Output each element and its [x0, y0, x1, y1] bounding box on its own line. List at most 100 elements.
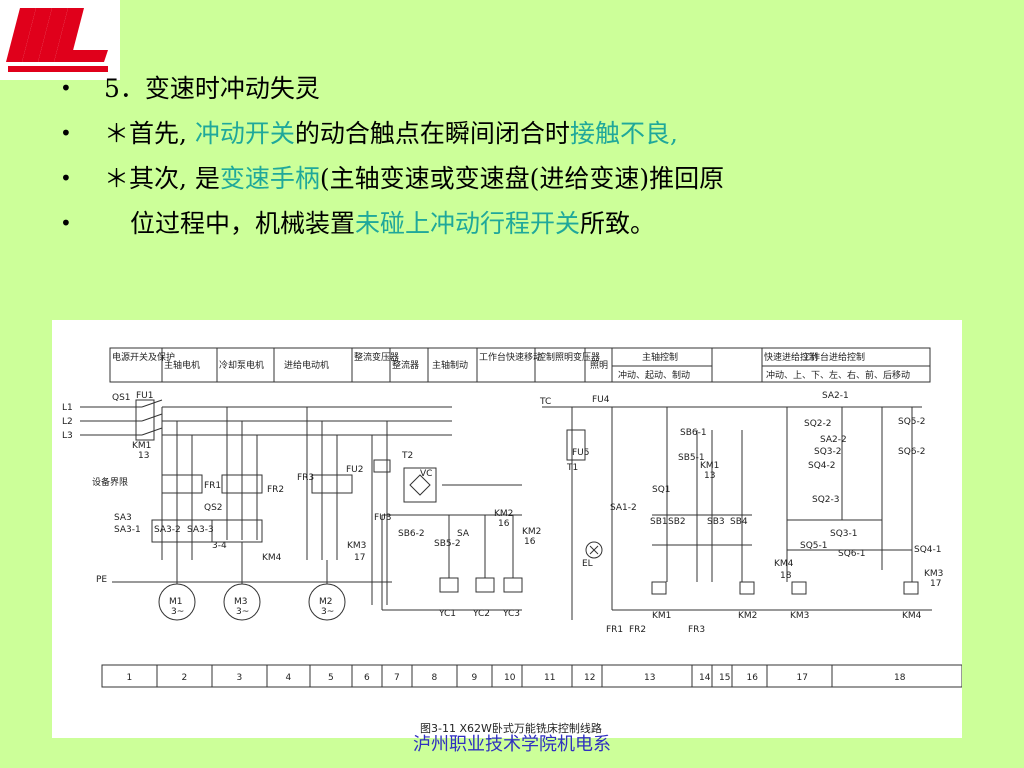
column-number: 12	[584, 673, 595, 683]
svg-text:QS1: QS1	[112, 393, 131, 403]
svg-text:SQ6-2: SQ6-2	[898, 447, 926, 457]
svg-text:SB4: SB4	[730, 517, 748, 527]
svg-text:YC3: YC3	[502, 609, 520, 619]
column-number: 13	[644, 673, 655, 683]
bullet-text: 位过程中，机械装置未碰上冲动行程开关所致。	[130, 209, 656, 238]
diagram-header-table	[109, 347, 931, 383]
column-number: 18	[894, 673, 906, 683]
svg-text:M2: M2	[319, 597, 333, 607]
column-number: 17	[797, 673, 808, 683]
svg-text:KM1: KM1	[700, 461, 719, 471]
svg-text:FR3: FR3	[297, 473, 314, 483]
svg-text:SB5-1: SB5-1	[678, 453, 705, 463]
svg-text:SQ3-1: SQ3-1	[830, 529, 858, 539]
svg-text:KM2: KM2	[522, 527, 541, 537]
header-cell: 主轴制动	[432, 359, 468, 371]
column-number: 7	[394, 673, 400, 683]
svg-text:KM3: KM3	[347, 541, 366, 551]
svg-text:KM1: KM1	[652, 611, 671, 621]
figure-caption: 图3-11 X62W卧式万能铣床控制线路	[420, 721, 602, 735]
svg-text:FR2: FR2	[629, 625, 646, 635]
svg-text:L1: L1	[62, 403, 73, 413]
bullet-marker: •	[60, 121, 72, 145]
svg-text:SQ5-2: SQ5-2	[898, 417, 926, 427]
svg-text:SA2-2: SA2-2	[820, 435, 847, 445]
svg-text:KM3: KM3	[924, 569, 943, 579]
svg-text:13: 13	[704, 471, 715, 481]
svg-text:PE: PE	[96, 575, 107, 585]
header-cell: 电源开关及保护	[112, 351, 175, 363]
svg-text:SA: SA	[457, 529, 470, 539]
column-number: 4	[286, 673, 292, 683]
column-number: 14	[699, 673, 711, 683]
svg-text:L2: L2	[62, 417, 73, 427]
svg-text:YC1: YC1	[438, 609, 456, 619]
column-number: 6	[364, 673, 370, 683]
column-number: 11	[544, 673, 555, 683]
bullet-text: ＊首先, 冲动开关的动合触点在瞬间闭合时接触不良,	[104, 119, 678, 148]
svg-text:KM3: KM3	[790, 611, 809, 621]
svg-text:16: 16	[498, 519, 510, 529]
svg-text:SA1-2: SA1-2	[610, 503, 637, 513]
svg-text:SQ3-2: SQ3-2	[814, 447, 842, 457]
column-number: 10	[504, 673, 516, 683]
footer-text: 泸州职业技术学院机电系	[413, 734, 611, 755]
svg-text:3-4: 3-4	[212, 541, 227, 551]
svg-text:KM2: KM2	[494, 509, 513, 519]
svg-text:SQ2-3: SQ2-3	[812, 495, 840, 505]
svg-text:FU1: FU1	[136, 391, 154, 401]
svg-text:KM4: KM4	[262, 553, 282, 563]
header-cell: 主轴电机	[164, 359, 200, 371]
svg-text:SQ1: SQ1	[652, 485, 671, 495]
power-lines	[80, 399, 452, 621]
header-cell: 工作台快速移动	[479, 351, 542, 363]
svg-text:3~: 3~	[171, 607, 184, 617]
bullet-marker: •	[60, 211, 72, 235]
column-number: 2	[182, 673, 188, 683]
column-number: 15	[719, 673, 730, 683]
college-logo	[0, 0, 120, 80]
svg-text:FU2: FU2	[346, 465, 364, 475]
svg-text:SQ4-2: SQ4-2	[808, 461, 836, 471]
svg-text:EL: EL	[582, 559, 593, 569]
svg-text:SB6-1: SB6-1	[680, 428, 707, 438]
svg-text:L3: L3	[62, 431, 73, 441]
svg-text:SB3: SB3	[707, 517, 725, 527]
svg-text:FR1: FR1	[606, 625, 623, 635]
svg-text:FR2: FR2	[267, 485, 284, 495]
header-cell: 工作台进给控制	[802, 351, 865, 363]
svg-text:SB5-2: SB5-2	[434, 539, 461, 549]
svg-text:SQ2-2: SQ2-2	[804, 419, 832, 429]
svg-text:SA3: SA3	[114, 513, 132, 523]
bullet-marker: •	[60, 76, 72, 100]
svg-text:3~: 3~	[236, 607, 249, 617]
svg-text:SQ6-1: SQ6-1	[838, 549, 866, 559]
svg-text:SB6-2: SB6-2	[398, 529, 425, 539]
svg-text:3~: 3~	[321, 607, 334, 617]
svg-text:KM2: KM2	[738, 611, 757, 621]
svg-text:KM4: KM4	[774, 559, 794, 569]
svg-text:QS2: QS2	[204, 503, 223, 513]
svg-text:T1: T1	[566, 463, 578, 473]
column-number: 9	[472, 673, 478, 683]
circuit-diagram: 电源开关及保护 主轴电机 冷却泵电机 进给电动机 整流变压器 整流器 主轴制动 …	[52, 320, 962, 738]
bullet-text: 5．变速时冲动失灵	[104, 74, 320, 103]
svg-text:SQ5-1: SQ5-1	[800, 541, 828, 551]
svg-text:SA3-1: SA3-1	[114, 525, 141, 535]
bullet-text: ＊其次, 是变速手柄(主轴变速或变速盘(进给变速)推回原	[104, 164, 725, 193]
column-number: 8	[432, 673, 438, 683]
svg-text:SQ4-1: SQ4-1	[914, 545, 942, 555]
header-cell: 整流变压器	[354, 351, 399, 363]
svg-text:TC: TC	[539, 397, 551, 407]
bullet-marker: •	[60, 166, 72, 190]
svg-text:16: 16	[524, 537, 536, 547]
svg-text:FU5: FU5	[572, 448, 590, 458]
svg-text:SB1: SB1	[650, 517, 668, 527]
header-cell: 主轴控制	[642, 351, 678, 363]
header-subcell: 冲动、起动、制动	[618, 369, 690, 381]
svg-text:SB2: SB2	[668, 517, 686, 527]
header-subcell: 冲动、上、下、左、右、前、后移动	[766, 369, 910, 381]
header-cell: 快速进给控制	[764, 351, 818, 363]
svg-text:17: 17	[930, 579, 941, 589]
